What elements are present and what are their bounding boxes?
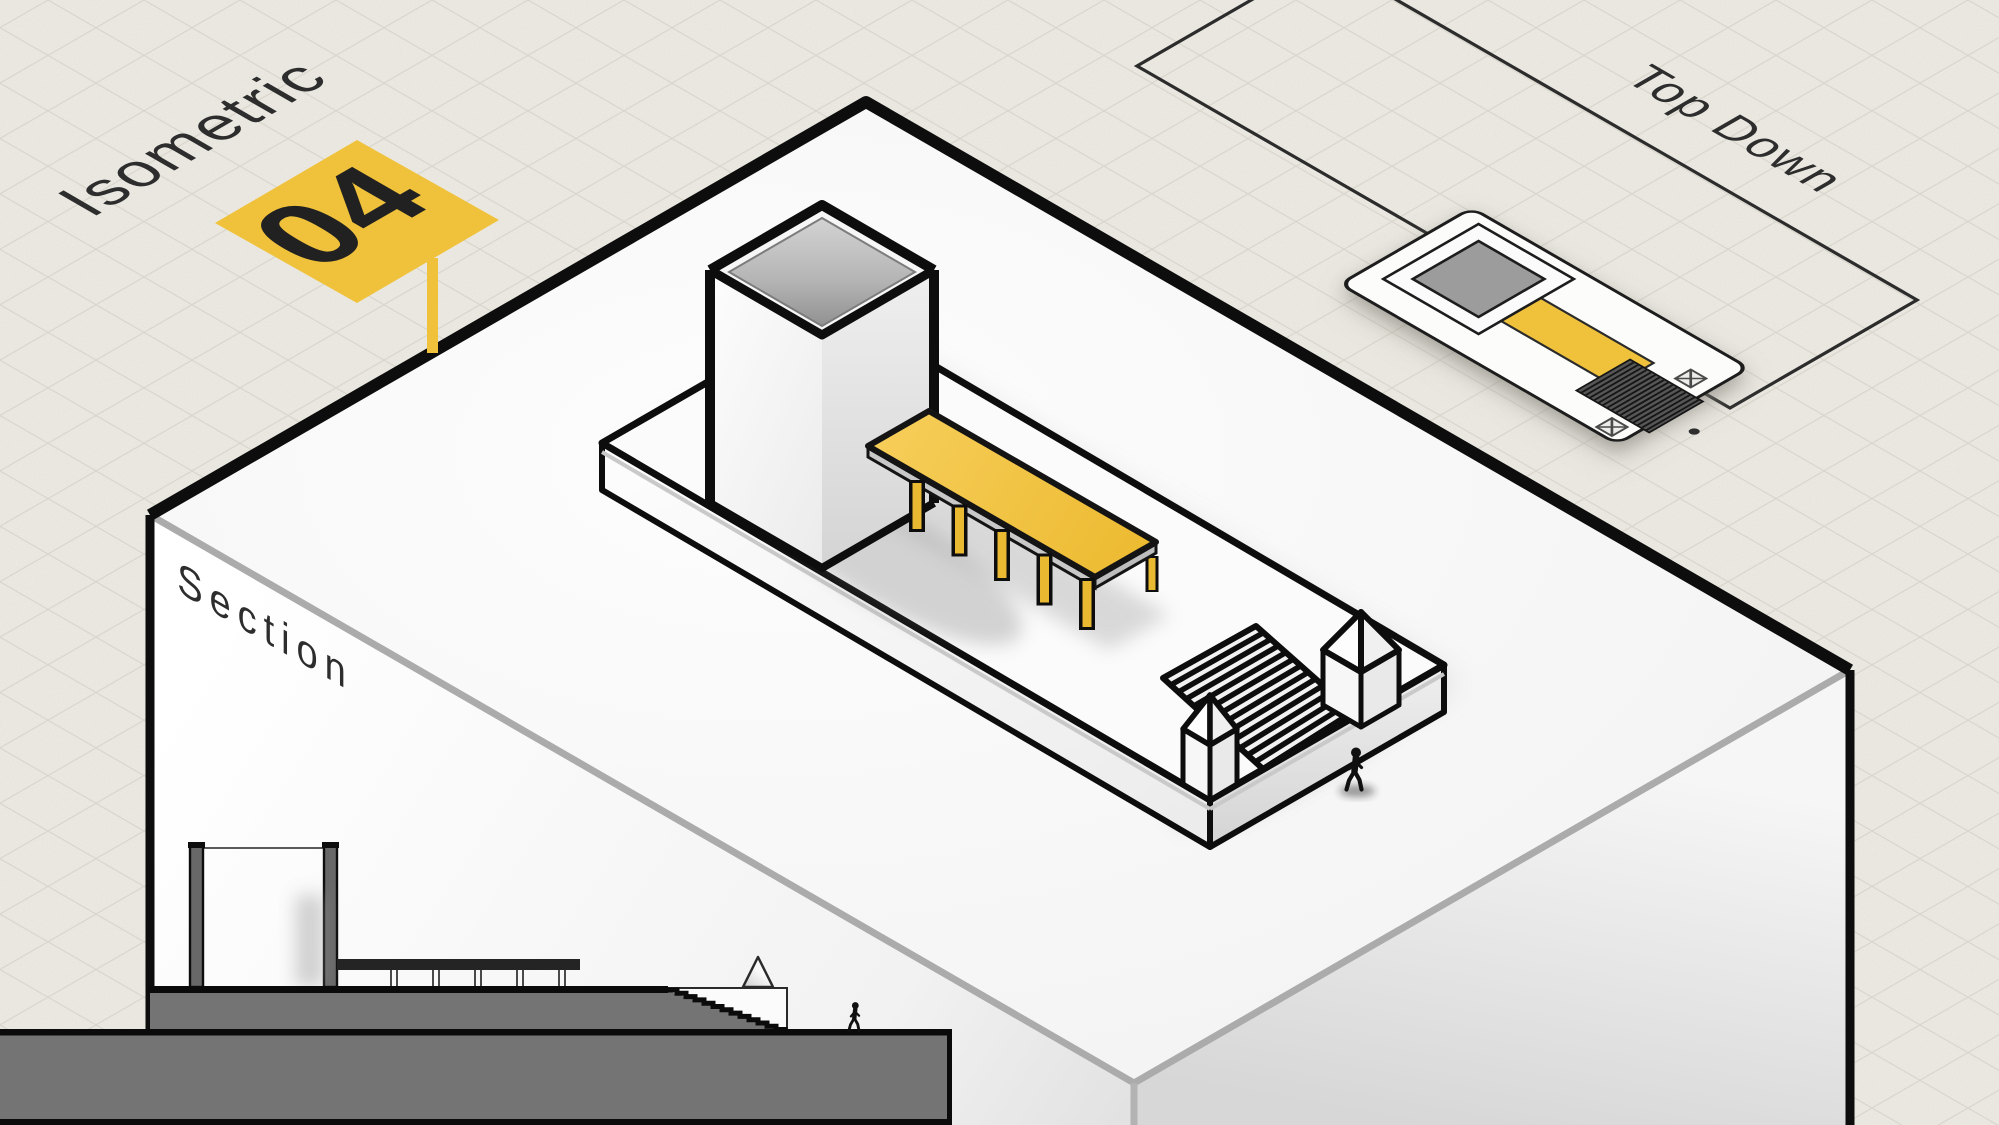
badge-connector — [427, 258, 438, 353]
tower-top-far-edges — [707, 200, 937, 275]
section-platform — [150, 993, 668, 1030]
plan-pyramid-marker — [1673, 368, 1709, 389]
tower-sw-face — [710, 270, 822, 568]
section-platform-top-line — [148, 986, 668, 993]
section-ground-bottom-line — [0, 1119, 952, 1125]
section-canopy — [337, 959, 580, 970]
section-wall-cap-right — [322, 842, 339, 848]
plan-person-dot — [1688, 428, 1700, 435]
stair-treads — [1161, 623, 1355, 772]
canopy-front-columns — [909, 480, 1095, 630]
section-tower-wall-right — [322, 843, 339, 989]
plan-pyramid-marker-2 — [1594, 416, 1630, 438]
canopy-roof — [865, 408, 1159, 580]
section-tower-wall-left — [188, 843, 205, 989]
stairs-3d — [1160, 623, 1356, 772]
slab-far-edges — [147, 96, 1853, 676]
section-ground-top-line — [0, 1029, 952, 1036]
plan-stairs — [1574, 358, 1705, 434]
tower-base-edges — [707, 499, 937, 572]
section-ground — [0, 1034, 952, 1125]
tower — [705, 200, 939, 572]
section-inner-shadow — [296, 895, 324, 987]
tower-top-near-edges — [707, 266, 937, 340]
plan-tower-inner — [1410, 239, 1547, 319]
section-canopy-columns — [390, 970, 566, 987]
section-wall-cap-left — [188, 842, 205, 848]
section-pyramid — [741, 955, 775, 989]
section-stairs — [668, 987, 794, 1036]
slab-right-face — [1134, 670, 1850, 1125]
canopy — [865, 408, 1159, 630]
stair-pedestal-left — [1180, 692, 1240, 803]
pyramid-finial-right — [1320, 609, 1402, 675]
stair-pedestal-right — [1320, 609, 1402, 730]
tower-opening — [727, 216, 917, 328]
person-shadow — [1339, 785, 1375, 797]
section-drawing — [0, 842, 952, 1125]
sheet-number-badge — [215, 140, 499, 303]
plinth-bevel-2 — [1209, 672, 1445, 811]
plinth-bevel — [600, 450, 1212, 811]
floor-plan — [1344, 210, 1745, 442]
pyramid-finial-left — [1180, 692, 1240, 748]
tower-se-face — [822, 270, 934, 568]
